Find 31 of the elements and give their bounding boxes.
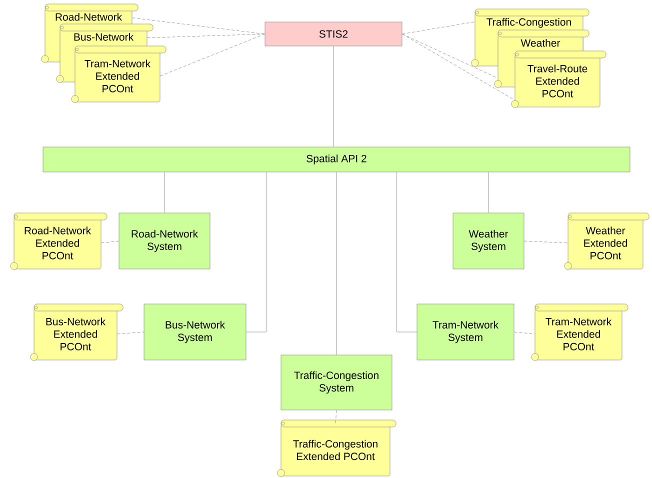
document-scroll: Bus-Network Extended PCOnt	[30, 304, 124, 361]
connector-line	[336, 172, 337, 355]
document-scroll: Travel-Route Extended PCOnt	[511, 50, 606, 108]
system-box: Tram-Network System	[416, 304, 514, 360]
dashed-connector	[132, 18, 265, 34]
connector-line	[246, 172, 266, 332]
system-box: Bus-Network System	[144, 304, 246, 360]
api-bar: Spatial API 2	[42, 146, 630, 172]
document-scroll: Tram-Network Extended PCOnt	[531, 304, 628, 361]
dashed-connector	[402, 22, 475, 34]
dashed-connector	[147, 34, 265, 38]
system-box: Traffic-Congestion System	[280, 354, 392, 410]
dashed-connector	[101, 240, 119, 244]
connector-line	[488, 172, 489, 213]
dashed-connector	[402, 34, 515, 100]
dashed-connector	[514, 332, 535, 334]
system-box: Road-Network System	[118, 212, 210, 270]
connector-line	[396, 172, 417, 332]
connector-line	[333, 46, 334, 147]
document-scroll: Weather Extended PCOnt	[564, 212, 650, 270]
connector-line	[164, 172, 165, 213]
dashed-connector	[335, 410, 337, 424]
dashed-connector	[524, 240, 568, 244]
dashed-connector	[117, 332, 144, 334]
dashed-connector	[402, 34, 498, 78]
system-box: Weather System	[452, 212, 524, 270]
system-box: STIS2	[264, 22, 402, 46]
dashed-connector	[160, 34, 265, 76]
document-scroll: Traffic-Congestion Extended PCOnt	[277, 420, 396, 477]
document-scroll: Road-Network Extended PCOnt	[10, 212, 108, 270]
document-scroll: Tram-Network Extended PCOnt	[71, 46, 166, 103]
